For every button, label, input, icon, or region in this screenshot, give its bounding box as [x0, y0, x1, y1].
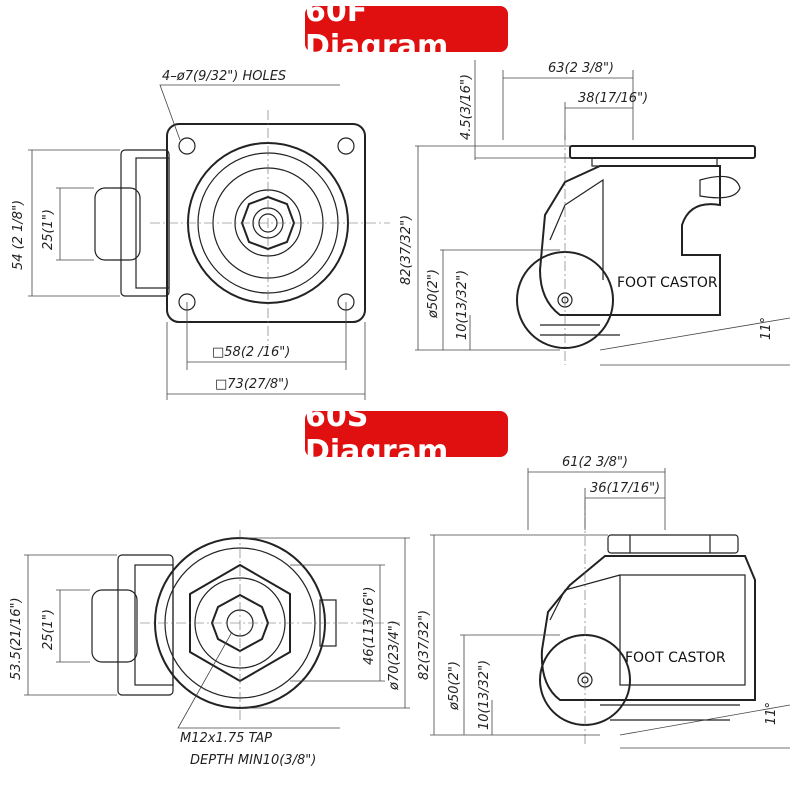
bracket-outline [120, 149, 170, 297]
offset-label: 38(17/16") [578, 91, 648, 106]
lift-label: 10(13/32") [455, 270, 470, 340]
side-plate [569, 145, 756, 159]
dia-label: ø70(23/4") [387, 620, 402, 691]
inner-label: □58(2 /16") [212, 345, 290, 360]
tap-leader [177, 631, 340, 729]
top-view-60f: 4–ø7(9/32") HOLES 54 (2 1/8") 25(1") □58… [11, 69, 390, 400]
wheel-label: ø50(2") [447, 661, 462, 711]
angle-label: 11° [759, 317, 774, 340]
fork-line [549, 178, 604, 280]
length-label: 61(2 3/8") [562, 455, 628, 470]
hex-label: 46(113/16") [362, 587, 377, 665]
lever [699, 175, 741, 199]
height-label: 82(37/32") [399, 215, 414, 285]
bottom-view-60s: 53.5(21/16") 25(1") 46(113/16") ø70(23/4… [9, 530, 410, 768]
title-60s-banner: 60S Diagram [305, 399, 508, 469]
body-outline [538, 165, 721, 316]
holes-leader [159, 84, 340, 141]
stem-label: 25(1") [41, 209, 56, 250]
stem-outline [91, 589, 138, 663]
height-label: 82(37/32") [417, 610, 432, 680]
bracket-inner [134, 564, 174, 686]
stem-outline [94, 187, 141, 261]
plate-collar [591, 157, 718, 167]
body-cylinder [619, 574, 746, 686]
depth-label: DEPTH MIN10(3/8") [190, 753, 316, 768]
offset-label: 36(17/16") [590, 481, 660, 496]
brand-label: FOOT CASTOR [617, 275, 718, 291]
side-view-60f: FOOT CASTOR 63(2 3/8") 38(17/16") 4.5(3/… [399, 60, 790, 366]
top-nut [607, 534, 739, 554]
lift-label: 10(13/32") [477, 660, 492, 730]
holes-label: 4–ø7(9/32") HOLES [162, 69, 286, 84]
width-label: 53.5(21/16") [9, 597, 24, 680]
mount-hole [337, 137, 355, 155]
mount-plate [166, 123, 366, 323]
angle-line [619, 704, 790, 736]
mount-hole [178, 137, 196, 155]
outer-label: □73(27/8") [215, 377, 289, 392]
tap-label: M12x1.75 TAP [180, 731, 272, 746]
fork-line [549, 574, 621, 621]
side-view-60s: FOOT CASTOR 61(2 3/8") 36(17/16") 82(37/… [417, 455, 790, 749]
body-outline [540, 555, 756, 701]
angle-label: 11° [764, 702, 779, 725]
length-label: 63(2 3/8") [548, 61, 614, 76]
brand-label: FOOT CASTOR [625, 650, 726, 666]
stem-label: 25(1") [41, 609, 56, 650]
wheel-label: ø50(2") [426, 269, 441, 319]
angle-line [599, 317, 790, 351]
plate-label: 4.5(3/16") [459, 74, 474, 140]
width-label: 54 (2 1/8") [11, 200, 26, 270]
